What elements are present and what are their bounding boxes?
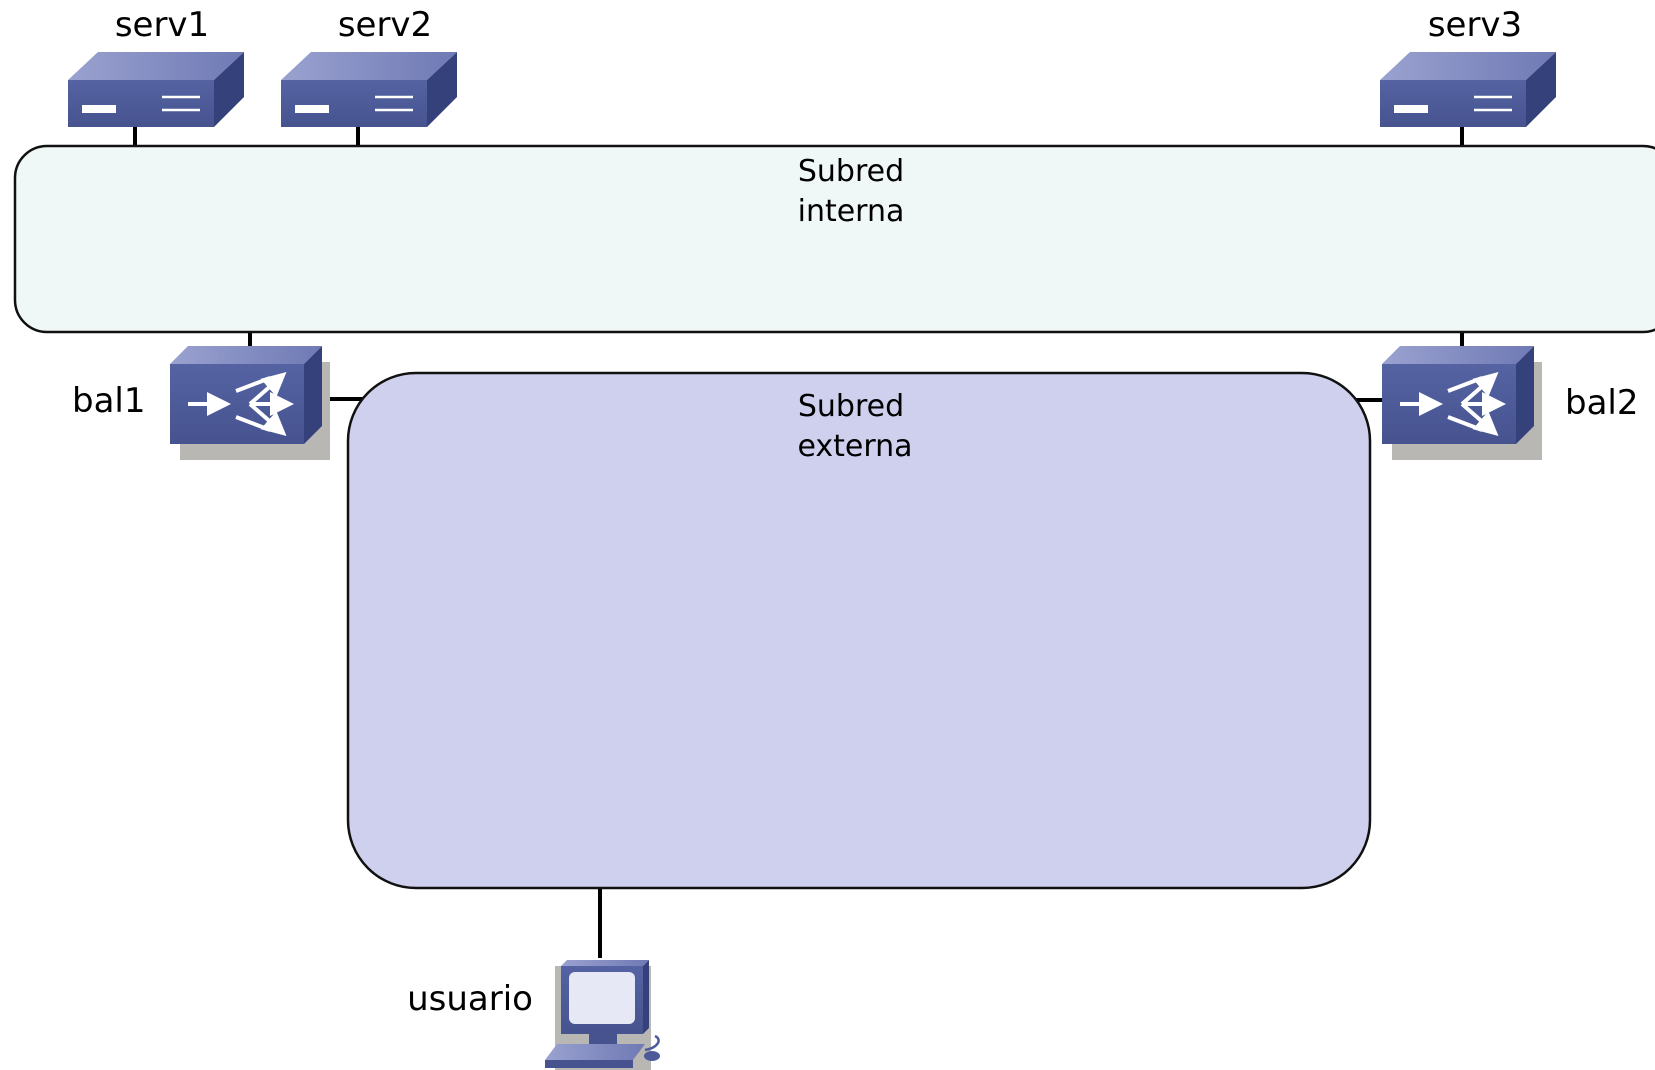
server-top-face <box>1380 52 1556 80</box>
server-label-serv2: serv2 <box>338 5 432 45</box>
balancer-bal1 <box>170 346 330 460</box>
server-side-face <box>427 52 457 127</box>
load-balancer-arrows-icon <box>188 372 294 436</box>
monitor-screen <box>569 972 635 1024</box>
server-front-face <box>1380 80 1526 127</box>
internal-subnet-label-line1: Subred <box>798 154 904 189</box>
balancer-side-face <box>1516 346 1534 444</box>
server-top-face <box>68 52 244 80</box>
external-subnet: Subred externa <box>346 371 1372 890</box>
server-led <box>82 105 116 113</box>
server-front-face <box>68 80 214 127</box>
workstation-usuario <box>545 960 660 1070</box>
server-serv3 <box>1380 52 1556 127</box>
workstation-label-usuario: usuario <box>407 979 533 1019</box>
load-balancer-arrows-icon <box>1400 372 1506 436</box>
internal-subnet-label-line2: interna <box>798 194 905 229</box>
balancer-label-bal2: bal2 <box>1565 383 1639 423</box>
keyboard-top-face <box>545 1044 645 1060</box>
server-top-face <box>281 52 457 80</box>
external-subnet-area <box>346 371 1372 890</box>
internal-subnet: Subred interna <box>13 144 1655 334</box>
server-side-face <box>1526 52 1556 127</box>
monitor-top-face <box>561 960 649 966</box>
server-led <box>295 105 329 113</box>
server-serv2 <box>281 52 457 127</box>
keyboard-front-face <box>545 1060 633 1068</box>
balancer-top-face <box>1382 346 1534 364</box>
server-serv1 <box>68 52 244 127</box>
server-led <box>1394 105 1428 113</box>
mouse-cable-icon <box>644 1034 660 1052</box>
mouse-icon <box>644 1051 660 1061</box>
server-label-serv1: serv1 <box>115 5 209 45</box>
monitor-stand <box>589 1034 617 1044</box>
balancer-label-bal1: bal1 <box>72 381 146 421</box>
external-subnet-label-line2: externa <box>797 429 912 464</box>
server-front-face <box>281 80 427 127</box>
balancer-side-face <box>304 346 322 444</box>
balancer-top-face <box>170 346 322 364</box>
monitor-side-face <box>643 960 649 1034</box>
balancer-bal2 <box>1382 346 1542 460</box>
internal-subnet-area <box>13 144 1655 334</box>
server-side-face <box>214 52 244 127</box>
server-label-serv3: serv3 <box>1428 5 1522 45</box>
external-subnet-label-line1: Subred <box>798 389 904 424</box>
